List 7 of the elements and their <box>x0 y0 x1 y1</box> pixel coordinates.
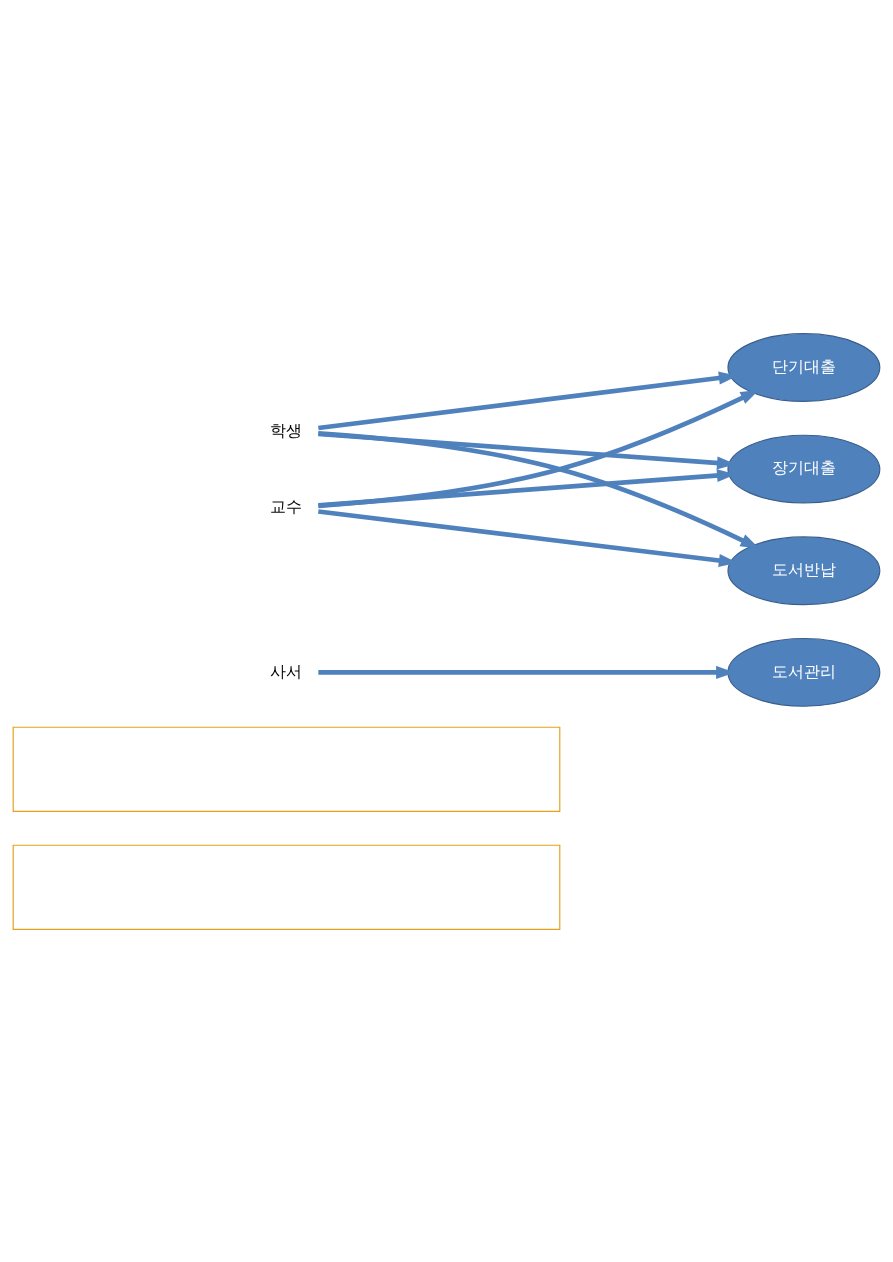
node-ellipse: 장기대출 <box>727 434 881 504</box>
node-text: 학생 <box>270 420 303 440</box>
node-ellipse: 도서관리 <box>727 637 881 707</box>
node-box <box>12 844 561 930</box>
node-text: 사서 <box>270 661 303 681</box>
node-text: 교수 <box>270 496 303 516</box>
node-box <box>12 726 561 812</box>
